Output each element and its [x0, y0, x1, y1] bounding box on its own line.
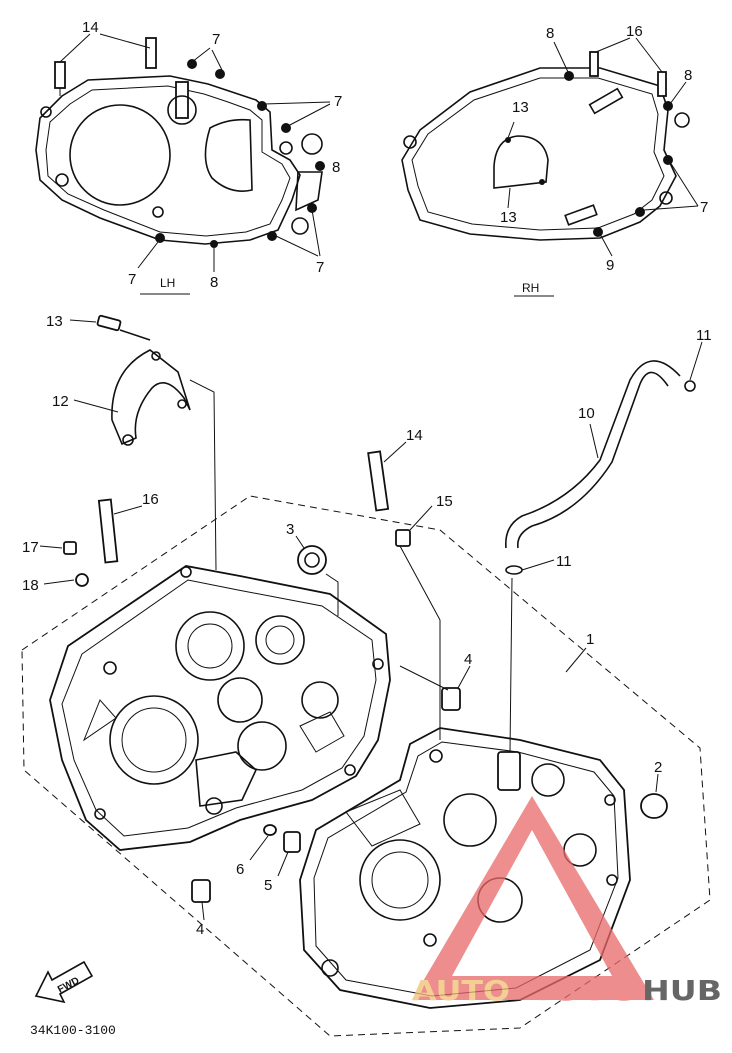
callout-7: 7: [212, 31, 220, 48]
callout-9: 9: [606, 257, 614, 274]
bolt-13: [96, 314, 151, 341]
leader-lines: [39, 33, 703, 921]
dowel-pin-4-upper: [441, 687, 461, 711]
callout-6: 6: [236, 861, 244, 878]
callout-1: 1: [586, 631, 594, 648]
callout-8: 8: [210, 274, 218, 291]
callout-8: 8: [684, 67, 692, 84]
watermark-hub: HUB: [642, 974, 722, 1007]
callout-4: 4: [196, 921, 204, 938]
callout-4: 4: [464, 651, 472, 668]
pin-6: [263, 824, 277, 836]
callout-12: 12: [52, 393, 69, 410]
callout-17: 17: [22, 539, 39, 556]
callout-7: 7: [128, 271, 136, 288]
callout-13: 13: [512, 99, 529, 116]
dowel-15: [395, 529, 411, 547]
left-crankcase-half: [49, 565, 391, 851]
breather-hose-10: [505, 360, 696, 575]
callout-14: 14: [82, 19, 99, 36]
gasket-left-label: LH: [160, 276, 175, 290]
forward-direction-arrow: FWD: [34, 960, 94, 1004]
callout-7: 7: [316, 259, 324, 276]
oil-seal-2: [640, 793, 668, 819]
automotohub-watermark: AUTO MOTO HUB: [412, 796, 722, 1007]
stud-bolt-14: [367, 450, 390, 512]
callout-7: 7: [334, 93, 342, 110]
right-crankcase-gasket: [401, 51, 690, 241]
callout-18: 18: [22, 577, 39, 594]
callout-11: 11: [556, 553, 572, 570]
dowel-pin-5: [283, 831, 301, 853]
dowel-pin-4-lower: [191, 879, 211, 903]
fwd-label: FWD: [56, 975, 81, 995]
watermark-auto: AUTO: [412, 974, 510, 1007]
callout-8: 8: [332, 159, 340, 176]
watermark-moto: MOTO: [512, 974, 640, 1007]
crankcase-assembly-outline: [21, 495, 711, 1037]
callout-5: 5: [264, 877, 272, 894]
callout-8: 8: [546, 25, 554, 42]
cap-17: [63, 541, 77, 555]
callout-3: 3: [286, 521, 294, 538]
stud-bolt-16: [97, 498, 119, 564]
callout-10: 10: [578, 405, 595, 422]
callout-16: 16: [142, 491, 159, 508]
callout-14: 14: [406, 427, 423, 444]
callout-13: 13: [46, 313, 63, 330]
callout-15: 15: [436, 493, 453, 510]
washer-18: [75, 573, 89, 587]
callout-numbers: 14 7 7 8 7 7 8 8 16 13 8 7 13 9 13 11 12…: [22, 19, 712, 938]
watermark-triangle-icon: [412, 796, 654, 1000]
part-code: 34K100-3100: [30, 1023, 116, 1038]
gasket-right-label: RH: [522, 281, 539, 295]
callout-2: 2: [654, 759, 662, 776]
callout-13: 13: [500, 209, 517, 226]
callout-11: 11: [696, 327, 712, 344]
callout-7: 7: [700, 199, 708, 216]
left-crankcase-gasket: [35, 37, 325, 248]
bracket-plate-12: [111, 349, 191, 446]
callout-16: 16: [626, 23, 643, 40]
oil-seal-3: [297, 545, 327, 575]
